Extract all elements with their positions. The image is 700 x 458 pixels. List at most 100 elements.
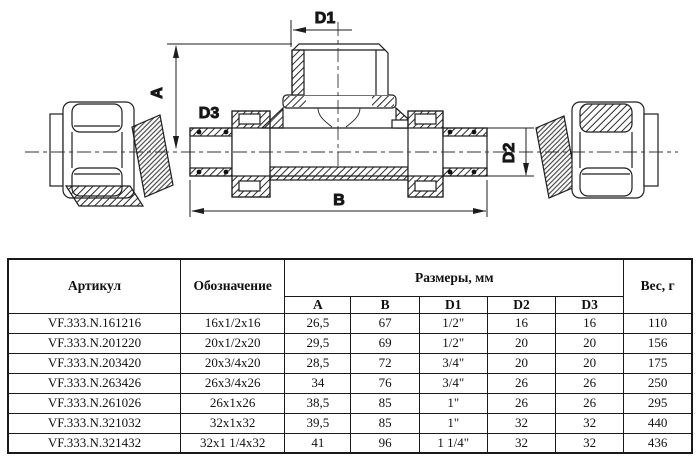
table-cell: 26 [486,372,557,394]
arrowhead-icon [191,208,204,214]
col-header-weight: Вес, г [623,258,693,314]
col-header-dimensions-group: Размеры, мм [284,258,625,297]
table-cell: 32 [555,432,625,454]
table-cell: 1" [418,412,488,434]
table-cell: 20x3/4x20 [179,352,286,374]
table-cell: 32x1 1/4x32 [179,432,286,454]
table-cell: 32 [486,432,557,454]
table-cell: 156 [623,332,693,354]
table-cell: 295 [623,392,693,414]
table-cell: 38,5 [284,392,352,414]
right-olive-ring [535,115,578,199]
table-cell: 20 [555,332,625,354]
spec-table-container: Артикул Обозначение Размеры, мм Вес, г A… [7,258,693,454]
table-cell: 26 [555,392,625,414]
table-cell: 29,5 [284,332,352,354]
dim-label-d1: D1 [315,10,336,27]
table-cell: 20 [555,352,625,374]
table-cell: VF.333.N.201220 [7,332,181,354]
table-cell: 76 [350,372,420,394]
table-cell: 96 [350,432,420,454]
table-cell: 32 [486,412,557,434]
table-cell: 69 [350,332,420,354]
table-cell: 110 [623,312,693,334]
arrowhead-icon [523,163,529,176]
arrowhead-icon [173,136,179,149]
tee-body [189,43,488,198]
left-olive-ring [131,114,174,198]
table-cell: VF.333.N.321432 [7,432,181,454]
table-cell: 34 [284,372,352,394]
col-header-d3: D3 [555,295,625,314]
table-cell: 26,5 [284,312,352,334]
table-cell: 28,5 [284,352,352,374]
table-cell: 250 [623,372,693,394]
arrowhead-icon [173,45,179,58]
table-cell: 26x1x26 [179,392,286,414]
dimension-a: A [149,43,292,149]
left-nut [49,101,145,207]
centerlines [25,22,678,168]
table-cell: VF.333.N.161216 [7,312,181,334]
dim-label-d3: D3 [199,105,220,122]
right-nut [571,101,659,199]
table-cell: 1/2" [418,312,488,334]
table-cell: 32 [555,412,625,434]
table-cell: VF.333.N.261026 [7,392,181,414]
table-cell: 72 [350,352,420,374]
table-cell: VF.333.N.203420 [7,352,181,374]
table-cell: 3/4" [418,352,488,374]
table-cell: 440 [623,412,693,434]
table-cell: 16 [555,312,625,334]
arrowhead-icon [473,208,486,214]
table-cell: 436 [623,432,693,454]
spec-table: Артикул Обозначение Размеры, мм Вес, г A… [7,258,693,454]
col-header-b: B [350,295,420,314]
table-cell: 26x3/4x26 [179,372,286,394]
dimension-d1: D1 [290,10,352,47]
arrowhead-icon [293,27,306,33]
table-cell: 41 [284,432,352,454]
table-cell: 16x1/2x16 [179,312,286,334]
table-cell: 85 [350,392,420,414]
dimension-d2: D2 [470,127,534,177]
table-cell: 20 [486,332,557,354]
table-cell: 85 [350,412,420,434]
table-cell: VF.333.N.263426 [7,372,181,394]
col-header-article: Артикул [7,258,181,314]
dim-label-b: B [333,192,345,209]
table-cell: 67 [350,312,420,334]
table-cell: 1 1/4" [418,432,488,454]
fitting-drawing [49,43,659,207]
table-cell: 26 [555,372,625,394]
table-cell: 1/2" [418,332,488,354]
col-header-a: A [284,295,352,314]
dim-label-a: A [149,87,166,99]
dim-label-d2: D2 [501,143,518,164]
table-cell: 39,5 [284,412,352,434]
table-cell: 20 [486,352,557,374]
table-cell: 175 [623,352,693,374]
table-cell: 26 [486,392,557,414]
table-cell: 3/4" [418,372,488,394]
col-header-designation: Обозначение [179,258,286,314]
dimension-b: B [189,180,488,217]
table-cell: 16 [486,312,557,334]
table-cell: 32x1x32 [179,412,286,434]
dimensions: D1 A D3 D2 [149,10,534,217]
table-cell: VF.333.N.321032 [7,412,181,434]
col-header-d1: D1 [418,295,488,314]
table-cell: 20x1/2x20 [179,332,286,354]
technical-drawing: D1 A D3 D2 [25,10,678,217]
table-cell: 1" [418,392,488,414]
col-header-d2: D2 [486,295,557,314]
